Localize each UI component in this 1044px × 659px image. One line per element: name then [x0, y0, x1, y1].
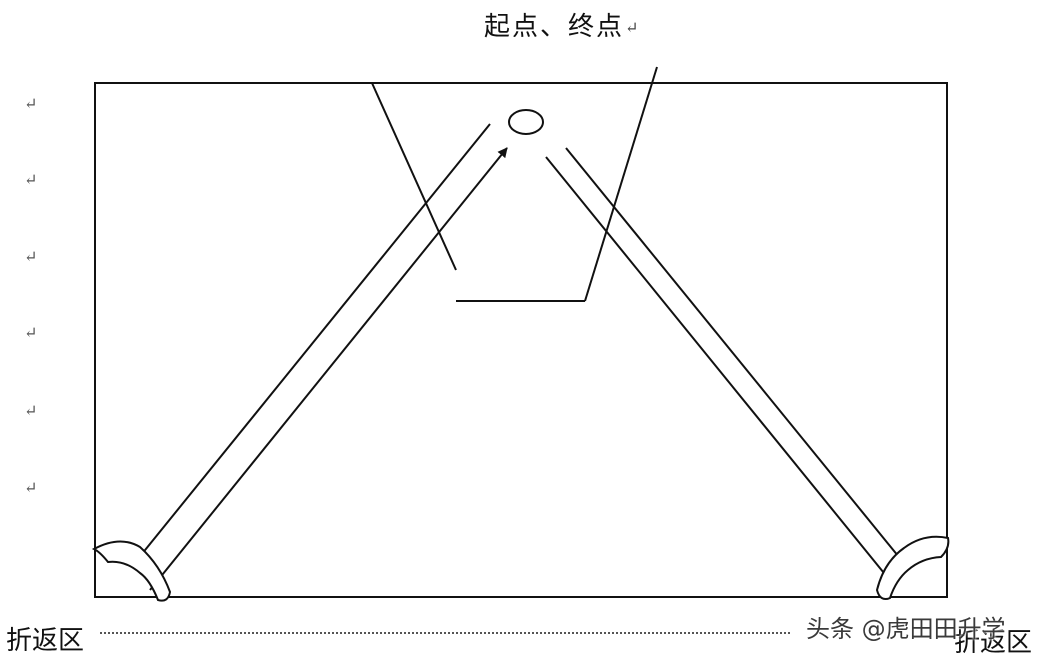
dotted-leader — [100, 632, 790, 634]
right-turnaround-marker — [875, 535, 950, 600]
callout-leader-left — [371, 82, 457, 271]
watermark: 头条 @虎田田升学 — [806, 615, 1006, 643]
field-boundary — [94, 82, 948, 598]
start-end-label-text: 起点、终点 — [484, 12, 625, 42]
paragraph-mark-icon: ↵ — [24, 401, 38, 420]
start-finish-marker — [508, 109, 544, 135]
right-lane-outbound — [565, 147, 904, 563]
paragraph-mark-icon: ↵ — [24, 94, 38, 113]
start-end-label: 起点、终点↵ — [484, 6, 640, 43]
paragraph-mark-icon: ↵ — [24, 323, 38, 342]
left-turnaround-marker — [91, 540, 172, 602]
paragraph-mark-icon: ↵ — [24, 170, 38, 189]
left-lane-return — [149, 147, 508, 591]
left-lane-outbound — [136, 123, 491, 561]
paragraph-mark-icon: ↵ — [24, 247, 38, 266]
right-lane-return — [545, 156, 889, 579]
callout-leader-right — [584, 66, 658, 302]
turnaround-label-left: 折返区 — [6, 626, 85, 656]
paragraph-mark-icon: ↵ — [625, 18, 641, 37]
paragraph-mark-icon: ↵ — [24, 478, 38, 497]
turnaround-label-right: 折返区 — [954, 628, 1033, 658]
